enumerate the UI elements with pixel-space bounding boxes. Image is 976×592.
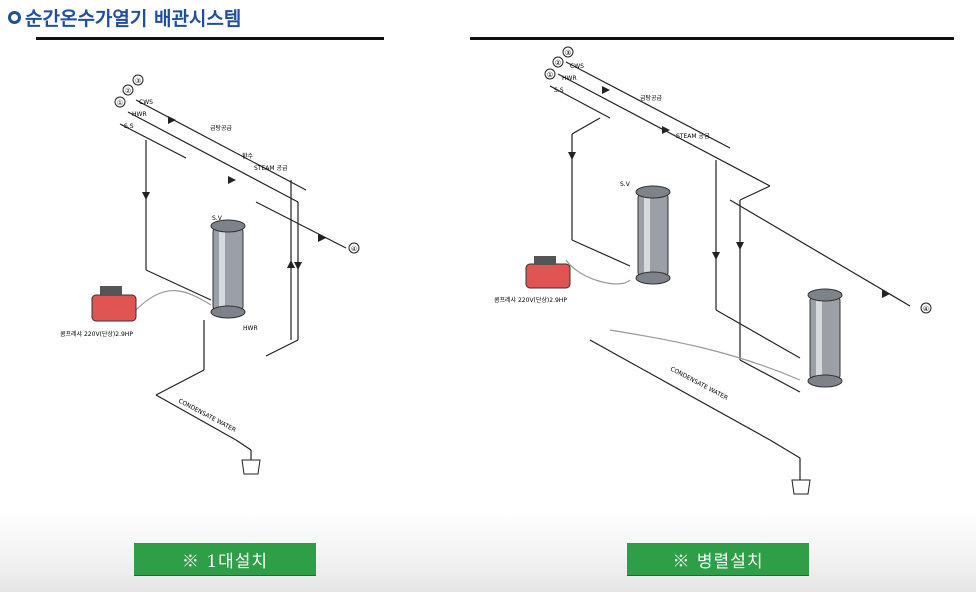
left-marker-2: ② <box>125 87 131 95</box>
page-title: 순간온수가열기 배관시스템 <box>8 4 241 30</box>
parallel-install-caption-text: ※ 병렬설치 <box>672 551 764 572</box>
right-label-sv: S.V <box>620 181 631 188</box>
right-drain-tank <box>791 479 811 495</box>
right-panel-top-rule <box>470 37 954 40</box>
right-marker-1: ① <box>547 71 553 79</box>
right-label-hot-supply: 급탕공급 <box>640 95 663 102</box>
right-heater-vessel-2 <box>807 288 843 388</box>
right-label-condensate: CONDENSATE WATER <box>669 366 729 402</box>
left-label-hwr: HWR <box>132 111 147 118</box>
right-heater-vessel-1 <box>635 185 671 285</box>
left-diagram-svg: ①②③ ④ CWS HWR S.S 급탕공급 STEAM 공급 환수 S.V HW… <box>60 74 360 475</box>
right-label-cws: CWS <box>570 63 584 70</box>
right-compressor-label: 콤프레샤 220V(단상)2.9HP <box>494 296 567 304</box>
left-label-condensate: CONDENSATE WATER <box>177 398 237 434</box>
right-marker-2: ② <box>555 59 561 67</box>
left-compressor-label: 콤프레샤 220V(단상)2.9HP <box>60 330 133 338</box>
left-label-sv: S.V <box>212 215 223 222</box>
left-label-hot-supply: 급탕공급 <box>210 125 233 132</box>
left-label-return: 환수 <box>242 152 254 160</box>
left-marker-1: ① <box>117 99 123 107</box>
left-label-cws: CWS <box>139 99 153 106</box>
right-marker-3: ③ <box>565 49 571 57</box>
left-compressor <box>91 286 137 322</box>
circle-bullet-icon <box>8 10 21 24</box>
right-label-ss: S.S <box>554 87 564 94</box>
left-marker-group: ①②③ ④ <box>114 74 360 254</box>
parallel-install-caption: ※ 병렬설치 <box>627 543 809 575</box>
left-drain-tank <box>241 459 261 475</box>
single-install-caption-text: ※ 1대설치 <box>181 551 269 572</box>
page-title-text: 순간온수가열기 배관시스템 <box>25 7 242 30</box>
right-marker-group: ①②③ ④ <box>544 46 932 314</box>
right-marker-4: ④ <box>923 305 929 313</box>
left-marker-3: ③ <box>135 77 141 85</box>
right-compressor <box>525 256 571 289</box>
left-label-ss: S.S <box>124 123 134 130</box>
left-panel-top-rule <box>36 37 384 40</box>
right-label-steam: STEAM 공급 <box>676 133 710 140</box>
single-install-caption: ※ 1대설치 <box>134 543 316 575</box>
right-diagram-svg: ①②③ ④ CWS HWR S.S 급탕공급 STEAM 공급 S.V CONDE… <box>494 46 932 495</box>
left-heater-vessel <box>210 219 246 319</box>
left-marker-4: ④ <box>351 245 357 253</box>
left-label-steam: STEAM 공급 <box>254 165 288 172</box>
left-label-hwr-bottom: HWR <box>243 325 258 332</box>
right-label-hwr: HWR <box>562 75 577 82</box>
